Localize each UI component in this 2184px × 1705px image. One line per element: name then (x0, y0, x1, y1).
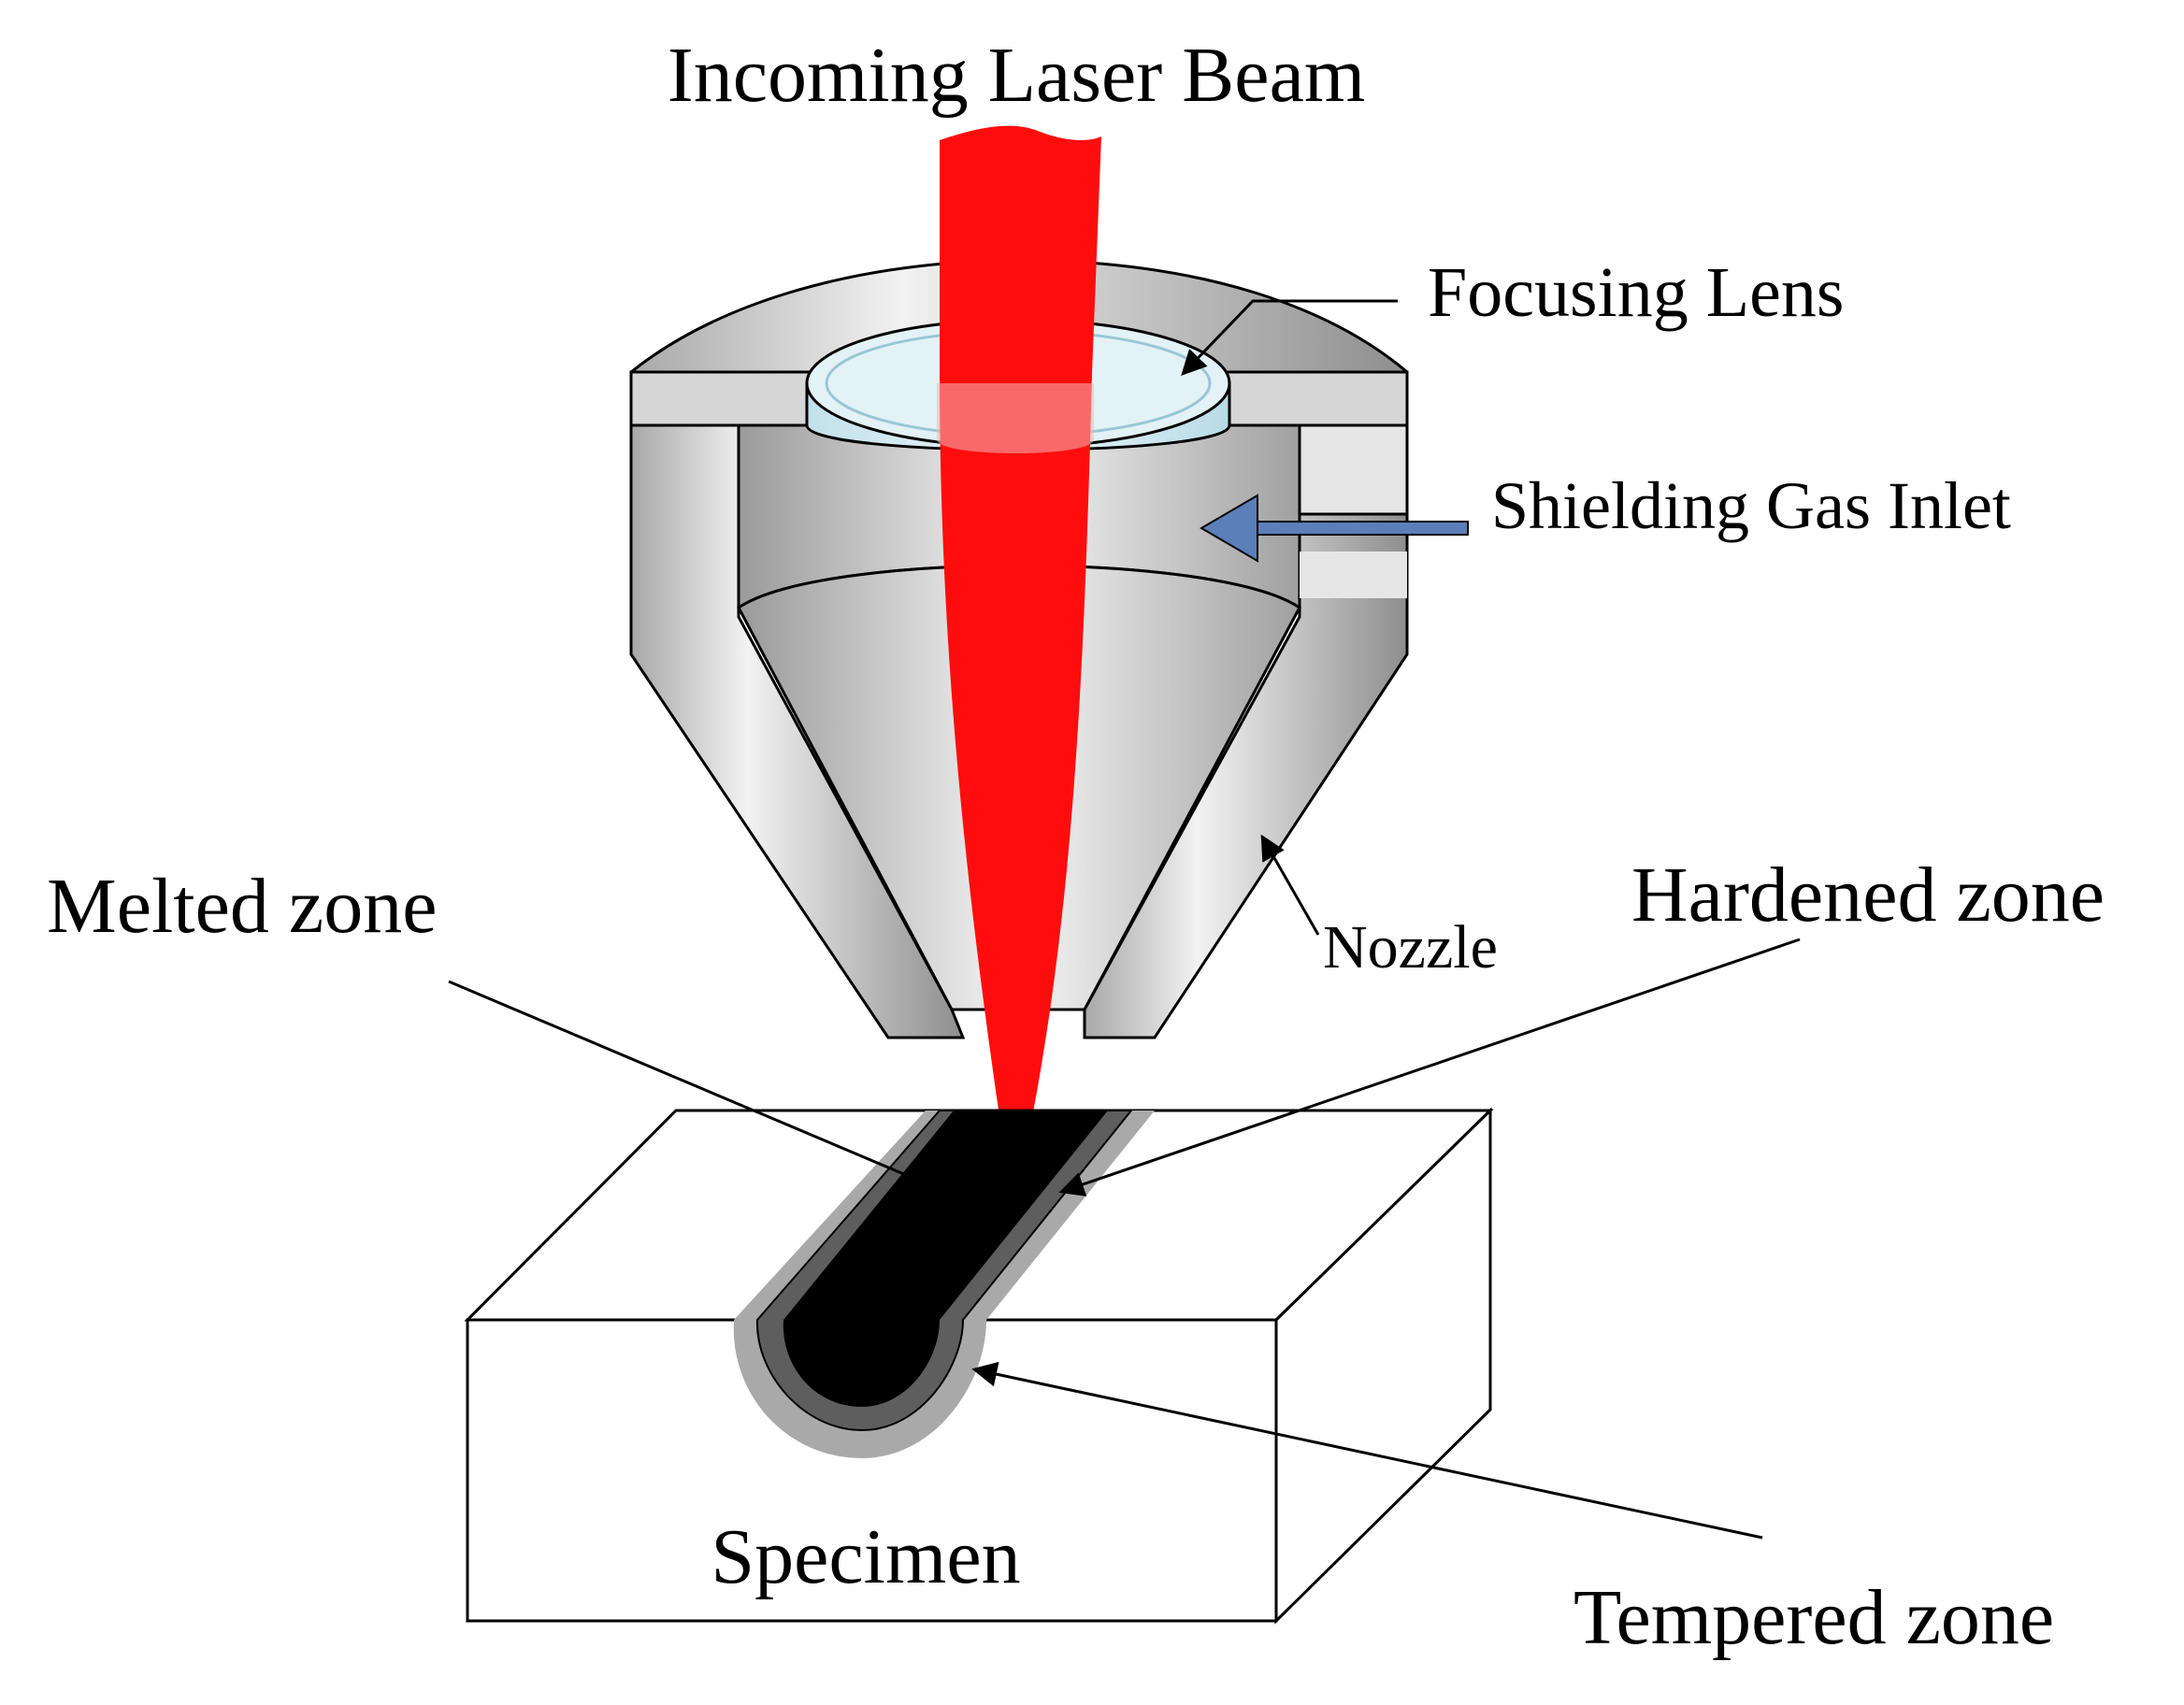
gas-inlet-port-lower (1300, 552, 1407, 598)
melted-zone-label: Melted zone (47, 863, 438, 950)
melted-zone-leader (448, 980, 933, 1188)
hardened-zone-leader (1058, 938, 1801, 1196)
focusing-lens-leader (1181, 299, 1398, 376)
melted-zone (783, 1110, 1108, 1407)
gas-inlet-port (1298, 423, 1409, 516)
nozzle-label: Nozzle (1323, 913, 1498, 981)
nozzle-leader (1260, 834, 1320, 936)
incoming-laser-beam-label: Incoming Laser Beam (668, 32, 1365, 119)
shielding-gas-inlet-label: Shielding Gas Inlet (1491, 468, 2011, 543)
focusing-lens-label: Focusing Lens (1428, 253, 1844, 332)
tempered-zone-label: Tempered zone (1573, 1574, 2054, 1661)
specimen-block (464, 1107, 1494, 1625)
leader-lines (448, 299, 1801, 1540)
tempered-zone-leader (971, 1361, 1763, 1540)
hardened-zone-label: Hardened zone (1631, 852, 2105, 938)
gas-inlet-arrow (1200, 494, 1469, 563)
specimen-label: Specimen (711, 1513, 1020, 1600)
